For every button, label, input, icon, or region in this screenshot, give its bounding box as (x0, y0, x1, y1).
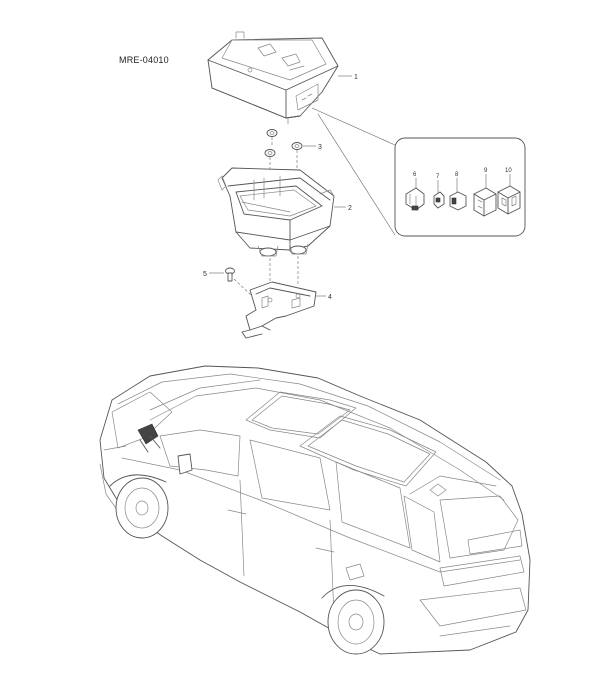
relay-box-cover (207, 31, 339, 125)
callout-8: 8 (455, 172, 459, 178)
relay-part-8 (449, 178, 467, 211)
callout-9: 9 (484, 168, 488, 174)
callout-5: 5 (203, 271, 207, 278)
callout-7: 7 (436, 174, 440, 180)
callout-4: 4 (328, 294, 332, 301)
nut-top (266, 129, 278, 146)
bolt (209, 267, 253, 297)
diagram-code: MRE-04010 (119, 55, 169, 65)
nut-right (291, 142, 316, 178)
mounting-bracket (241, 281, 326, 339)
callout-2: 2 (348, 205, 352, 212)
fuse-part-6 (405, 178, 425, 211)
leader-detail-bottom (317, 113, 396, 236)
relay-box-housing (217, 167, 346, 290)
relay-part-10 (497, 174, 521, 215)
fuse-part-7 (433, 180, 445, 209)
relay-part-9 (473, 174, 497, 217)
detail-box (394, 137, 526, 237)
callout-6: 6 (413, 172, 417, 178)
callout-3: 3 (318, 144, 322, 151)
leader-detail-top (311, 107, 396, 146)
vehicle-illustration (99, 365, 531, 655)
callout-10: 10 (505, 168, 512, 174)
callout-1: 1 (354, 74, 358, 81)
